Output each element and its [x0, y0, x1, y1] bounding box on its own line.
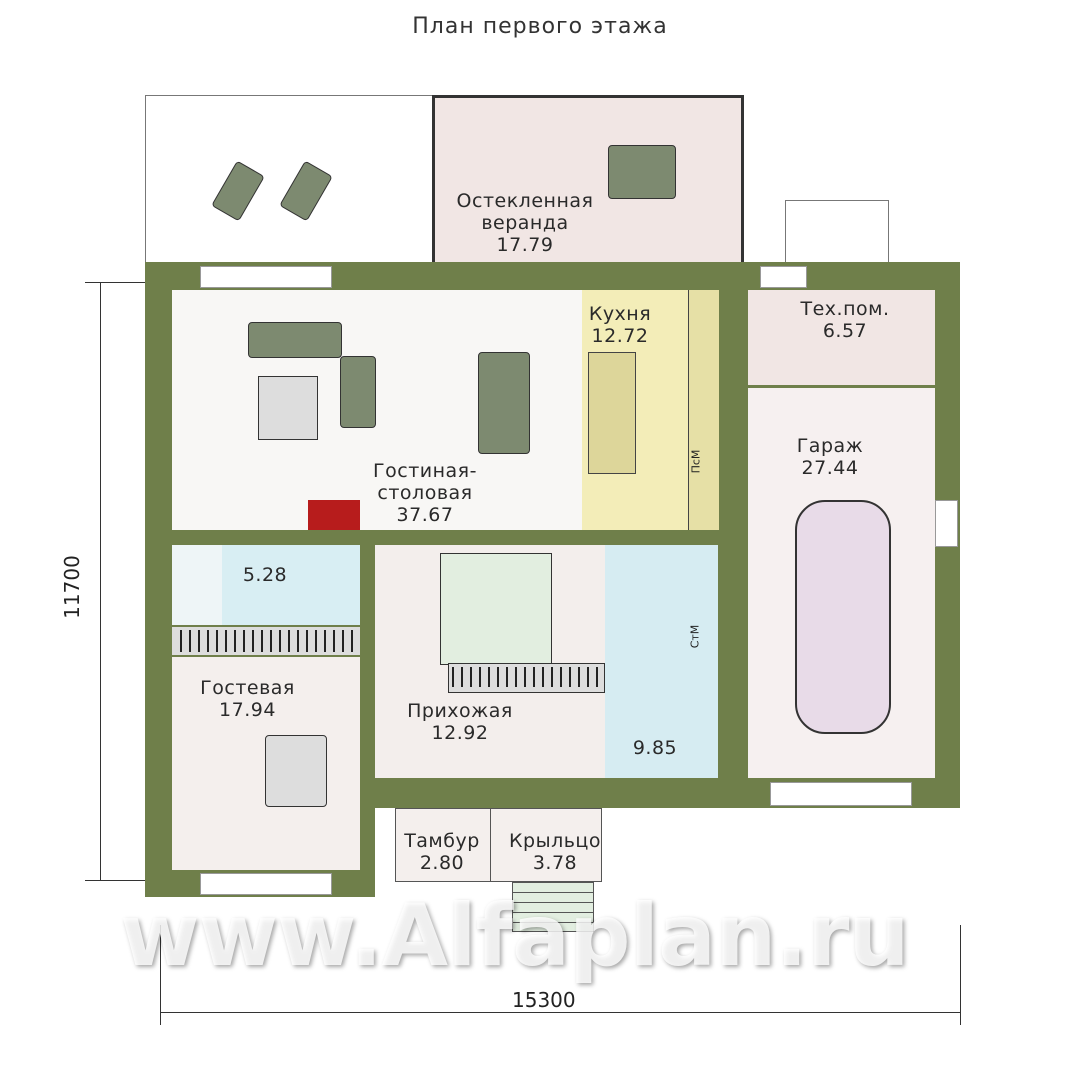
- kitchen-counter: [688, 290, 719, 530]
- dishwasher-label: ПсМ: [689, 449, 703, 474]
- width-dimension: 15300: [512, 988, 576, 1012]
- wall-mid: [172, 530, 718, 545]
- tambur-name: Тамбур: [404, 830, 480, 852]
- window: [935, 500, 958, 547]
- wall-hall-bottom: [360, 778, 720, 808]
- living-name-2: столовая: [377, 482, 473, 504]
- veranda-label: Остекленная веранда 17.79: [440, 190, 610, 256]
- guest-name: Гостевая: [200, 677, 295, 699]
- kitchen-area: 12.72: [591, 325, 649, 347]
- dimension-line-vertical: [100, 282, 101, 880]
- guest-label: Гостевая 17.94: [175, 677, 320, 721]
- vestibule: [605, 545, 718, 778]
- bed: [265, 735, 327, 807]
- wall-left: [145, 262, 172, 897]
- tech-area: 6.57: [822, 320, 868, 342]
- veranda-name-2: веранда: [481, 212, 569, 234]
- dimension-tick: [85, 880, 145, 881]
- kitchen-label: Кухня 12.72: [580, 303, 660, 347]
- dimension-tick: [160, 925, 161, 1025]
- garage-area: 27.44: [801, 457, 859, 479]
- closet-hangers: [180, 630, 355, 652]
- dimension-tick: [960, 925, 961, 1025]
- hall-area: 12.92: [431, 722, 489, 744]
- veranda: [432, 95, 744, 262]
- garage-name: Гараж: [796, 435, 864, 457]
- washer-label: СтМ: [688, 624, 702, 649]
- garage-label: Гараж 27.44: [780, 435, 880, 479]
- dimension-tick: [85, 282, 145, 283]
- dining-table: [608, 145, 676, 199]
- hall-closet-hangers: [452, 667, 600, 687]
- height-dimension: 11700: [59, 555, 84, 619]
- veranda-name: Остекленная: [456, 190, 594, 212]
- terrace: [145, 95, 435, 263]
- watermark: www.Alfaplan.ru: [120, 886, 910, 986]
- kitchen-name: Кухня: [588, 303, 652, 325]
- staircase: [440, 553, 552, 665]
- veranda-area: 17.79: [496, 234, 554, 256]
- tech-room: [748, 290, 935, 385]
- bathroom: [222, 545, 360, 625]
- garage-entry-step: [785, 200, 889, 263]
- car: [795, 500, 891, 734]
- plan-title: План первого этажа: [412, 14, 668, 39]
- hall-label: Прихожая 12.92: [390, 700, 530, 744]
- living-area: 37.67: [396, 504, 454, 526]
- window: [760, 266, 807, 288]
- wall-guest-right: [360, 545, 375, 897]
- living-name: Гостиная-: [373, 460, 477, 482]
- dimension-line-horizontal: [160, 1012, 960, 1013]
- porch-name: Крыльцо: [509, 830, 601, 852]
- porch-stairs: [512, 882, 594, 932]
- tech-label: Тех.пом. 6.57: [770, 298, 920, 342]
- living-label: Гостиная- столовая 37.67: [360, 460, 490, 526]
- porch: [490, 808, 602, 882]
- tambur: [395, 808, 492, 882]
- bathroom-area: 5.28: [242, 564, 288, 586]
- sofa: [248, 322, 342, 358]
- hall-name: Прихожая: [407, 700, 513, 722]
- porch-area: 3.78: [532, 852, 578, 874]
- tambur-area: 2.80: [419, 852, 465, 874]
- shower: [172, 545, 222, 625]
- porch-label: Крыльцо 3.78: [495, 830, 615, 874]
- guest-area: 17.94: [219, 699, 276, 721]
- window: [200, 873, 332, 895]
- coffee-table: [258, 376, 318, 440]
- tambur-label: Тамбур 2.80: [392, 830, 492, 874]
- kitchen-island: [588, 352, 636, 474]
- sofa: [340, 356, 376, 428]
- fireplace: [308, 500, 360, 530]
- vestibule-area: 9.85: [632, 737, 678, 759]
- dining-table: [478, 352, 530, 454]
- window: [770, 782, 912, 806]
- window: [200, 266, 332, 288]
- tech-name: Тех.пом.: [800, 298, 890, 320]
